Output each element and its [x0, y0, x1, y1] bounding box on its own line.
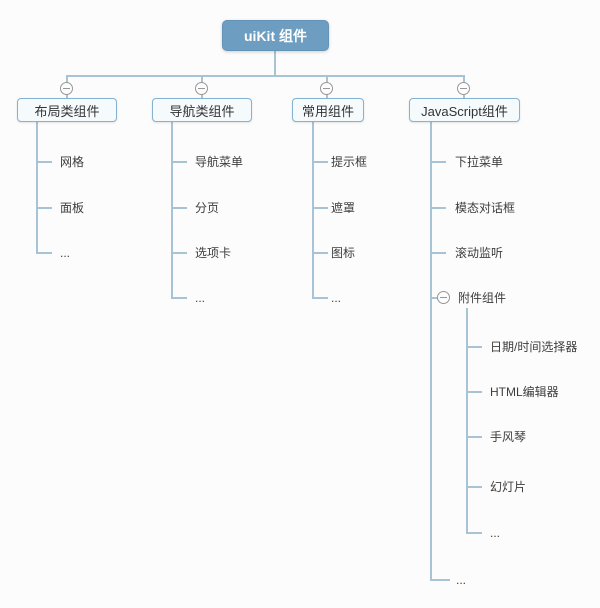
leaf-node[interactable]: ... [490, 526, 501, 540]
connector-stub [430, 297, 438, 299]
leaf-node[interactable]: 手风琴 [490, 430, 527, 444]
connector-bus [66, 75, 465, 77]
leaf-node[interactable]: HTML编辑器 [490, 385, 559, 399]
leaf-node[interactable]: 网格 [60, 155, 85, 169]
branch-node-layout[interactable]: 布局类组件 [17, 98, 117, 122]
connector-stub [312, 297, 328, 299]
connector-spine [36, 122, 38, 254]
branch-node-attachment[interactable]: 附件组件 [458, 291, 507, 305]
connector-stub [430, 161, 446, 163]
connector-stub [466, 391, 482, 393]
connector-spine [171, 122, 173, 299]
connector-root-stem [274, 51, 276, 75]
connector-stub [312, 252, 328, 254]
leaf-node[interactable]: 分页 [195, 201, 220, 215]
minus-circle-icon[interactable] [320, 82, 333, 95]
leaf-node[interactable]: 导航菜单 [195, 155, 244, 169]
minus-circle-icon[interactable] [60, 82, 73, 95]
connector-stub [312, 161, 328, 163]
leaf-node[interactable]: 下拉菜单 [455, 155, 504, 169]
leaf-node[interactable]: 遮罩 [331, 201, 356, 215]
connector-stub [430, 252, 446, 254]
leaf-node[interactable]: ... [195, 291, 206, 305]
leaf-node[interactable]: 提示框 [331, 155, 368, 169]
minus-circle-icon[interactable] [195, 82, 208, 95]
leaf-node[interactable]: ... [60, 246, 71, 260]
minus-circle-icon[interactable] [457, 82, 470, 95]
leaf-node[interactable]: 图标 [331, 246, 356, 260]
leaf-node[interactable]: 日期/时间选择器 [490, 340, 578, 354]
branch-node-common[interactable]: 常用组件 [292, 98, 364, 122]
leaf-node[interactable]: ... [331, 291, 342, 305]
root-node[interactable]: uiKit 组件 [222, 20, 329, 51]
branch-node-nav[interactable]: 导航类组件 [152, 98, 252, 122]
connector-stub [466, 346, 482, 348]
minus-circle-icon[interactable] [437, 291, 450, 304]
connector-stub [36, 252, 52, 254]
connector-spine [312, 122, 314, 299]
leaf-node[interactable]: 幻灯片 [490, 480, 527, 494]
leaf-node[interactable]: 面板 [60, 201, 85, 215]
connector-spine [466, 308, 468, 534]
branch-node-javascript[interactable]: JavaScript组件 [409, 98, 520, 122]
connector-stub [36, 161, 52, 163]
leaf-node[interactable]: 模态对话框 [455, 201, 516, 215]
connector-stub [36, 207, 52, 209]
leaf-node[interactable]: ... [456, 573, 467, 587]
connector-stub [171, 252, 187, 254]
connector-spine [430, 122, 432, 581]
connector-stub [171, 297, 187, 299]
connector-stub [312, 207, 328, 209]
connector-stub [430, 579, 450, 581]
connector-stub [430, 207, 446, 209]
connector-stub [466, 532, 482, 534]
leaf-node[interactable]: 选项卡 [195, 246, 232, 260]
connector-stub [466, 486, 482, 488]
leaf-node[interactable]: 滚动监听 [455, 246, 504, 260]
connector-stub [171, 207, 187, 209]
connector-stub [171, 161, 187, 163]
connector-stub [466, 436, 482, 438]
